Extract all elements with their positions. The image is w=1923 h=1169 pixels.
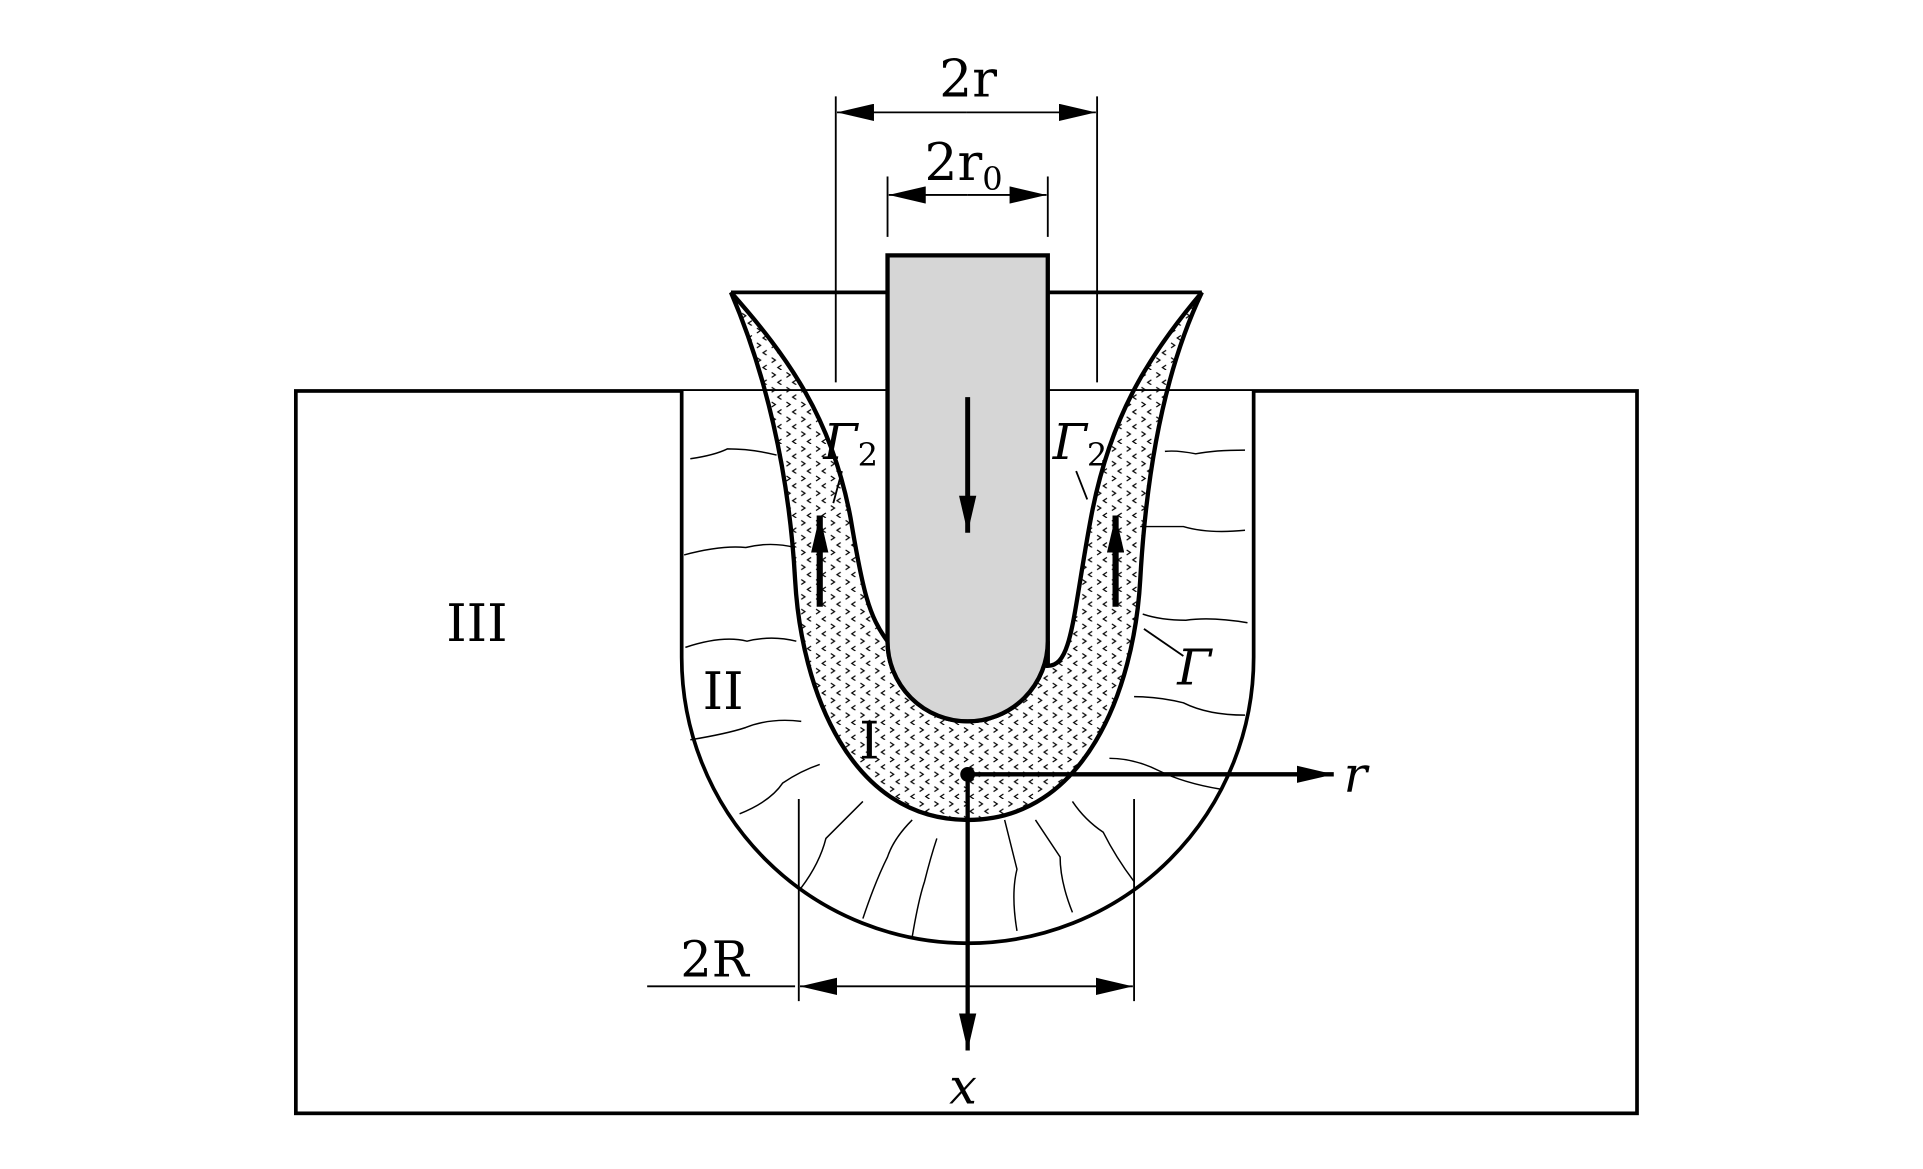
dimension-2R	[647, 798, 1136, 1002]
gamma2-left-leader	[832, 470, 843, 504]
zone-1-label: I	[859, 711, 879, 771]
dim-2r0-label: 2r0	[925, 133, 1003, 198]
dim-2r-label: 2r	[939, 49, 997, 109]
gamma2-left-main: Γ	[822, 413, 859, 471]
gamma2-right-sub: 2	[1087, 436, 1107, 474]
gamma2-right-leader	[1075, 470, 1089, 500]
axis-x-label: x	[949, 1057, 977, 1115]
axis-r-label: r	[1344, 746, 1370, 804]
zone-2-label: II	[703, 662, 744, 722]
dim-2r0-sub: 0	[982, 160, 1002, 198]
crack-lines	[683, 448, 1248, 938]
gamma-leader	[1143, 628, 1184, 657]
gamma2-right-main: Γ	[1052, 413, 1089, 471]
zone-1-plastic-zone	[729, 290, 1204, 823]
dimension-2r0	[886, 176, 1049, 237]
zone-3-label: III	[446, 594, 507, 654]
gamma2-left-sub: 2	[858, 436, 878, 474]
gamma2-right-label: Γ2	[1052, 413, 1108, 474]
dim-2r0-main: 2r	[925, 133, 983, 193]
gamma-label: Γ	[1176, 638, 1213, 696]
dimension-2r	[834, 96, 1099, 383]
dim-2R-label: 2R	[680, 930, 750, 988]
gamma2-left-label: Γ2	[822, 413, 878, 474]
